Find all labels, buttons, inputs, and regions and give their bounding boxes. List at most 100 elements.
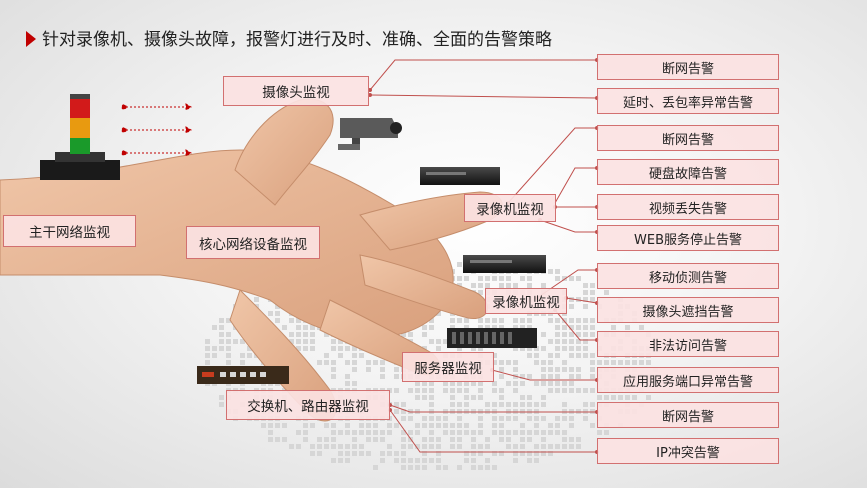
map-dot	[478, 346, 483, 351]
map-dot	[590, 423, 595, 428]
map-dot	[478, 423, 483, 428]
map-dot	[275, 437, 280, 442]
map-dot	[499, 276, 504, 281]
map-dot	[562, 444, 567, 449]
map-dot	[527, 437, 532, 442]
map-dot	[303, 332, 308, 337]
map-dot	[310, 332, 315, 337]
map-dot	[331, 360, 336, 365]
map-dot	[226, 339, 231, 344]
map-dot	[408, 332, 413, 337]
map-dot	[408, 444, 413, 449]
map-dot	[499, 325, 504, 330]
map-dot	[261, 423, 266, 428]
map-dot	[457, 346, 462, 351]
map-dot	[338, 430, 343, 435]
map-dot	[541, 451, 546, 456]
alarm-illegal-access: 非法访问告警	[597, 331, 779, 357]
server-device-icon	[447, 328, 537, 348]
map-dot	[310, 325, 315, 330]
map-dot	[583, 402, 588, 407]
map-dot	[415, 381, 420, 386]
map-dot	[562, 388, 567, 393]
map-dot	[527, 318, 532, 323]
map-dot	[478, 318, 483, 323]
map-dot	[513, 346, 518, 351]
map-dot	[485, 283, 490, 288]
page-title-text: 针对录像机、摄像头故障，报警灯进行及时、准确、全面的告警策略	[42, 30, 552, 50]
map-dot	[576, 318, 581, 323]
map-dot	[569, 346, 574, 351]
map-dot	[345, 374, 350, 379]
map-dot	[583, 339, 588, 344]
map-dot	[492, 430, 497, 435]
map-dot	[527, 430, 532, 435]
map-dot	[471, 458, 476, 463]
map-dot	[296, 332, 301, 337]
map-dot	[541, 374, 546, 379]
map-dot	[555, 346, 560, 351]
map-dot	[548, 353, 553, 358]
map-dot	[576, 444, 581, 449]
map-dot	[338, 458, 343, 463]
map-dot	[639, 360, 644, 365]
map-dot	[555, 276, 560, 281]
map-dot	[555, 367, 560, 372]
map-dot	[303, 346, 308, 351]
map-dot	[590, 332, 595, 337]
map-dot	[562, 339, 567, 344]
map-dot	[527, 402, 532, 407]
map-dot	[520, 402, 525, 407]
map-dot	[534, 416, 539, 421]
map-dot	[359, 430, 364, 435]
map-dot	[345, 381, 350, 386]
map-dot	[387, 451, 392, 456]
map-dot	[394, 423, 399, 428]
map-dot	[492, 388, 497, 393]
map-dot	[520, 318, 525, 323]
map-dot	[590, 283, 595, 288]
map-dot	[576, 388, 581, 393]
alarm-disk-failure: 硬盘故障告警	[597, 159, 779, 185]
map-dot	[513, 444, 518, 449]
map-dot	[499, 388, 504, 393]
map-dot	[548, 367, 553, 372]
map-dot	[331, 430, 336, 435]
map-dot	[569, 339, 574, 344]
map-dot	[485, 458, 490, 463]
map-dot	[317, 451, 322, 456]
map-dot	[219, 395, 224, 400]
map-dot	[296, 325, 301, 330]
map-dot	[499, 451, 504, 456]
map-dot	[324, 360, 329, 365]
map-dot	[352, 381, 357, 386]
map-dot	[289, 332, 294, 337]
map-dot	[611, 395, 616, 400]
map-dot	[646, 360, 651, 365]
map-dot	[492, 325, 497, 330]
map-dot	[401, 444, 406, 449]
warning-arrows	[121, 103, 192, 157]
map-dot	[555, 423, 560, 428]
map-dot	[555, 325, 560, 330]
map-dot	[583, 416, 588, 421]
map-dot	[513, 416, 518, 421]
map-dot	[478, 416, 483, 421]
map-dot	[506, 283, 511, 288]
map-dot	[534, 402, 539, 407]
map-dot	[520, 395, 525, 400]
map-dot	[436, 444, 441, 449]
map-dot	[534, 381, 539, 386]
map-dot	[597, 360, 602, 365]
map-dot	[569, 388, 574, 393]
map-dot	[317, 444, 322, 449]
map-dot	[401, 451, 406, 456]
map-dot	[611, 325, 616, 330]
map-dot	[499, 437, 504, 442]
map-dot	[457, 430, 462, 435]
map-dot	[562, 346, 567, 351]
map-dot	[457, 388, 462, 393]
map-dot	[562, 318, 567, 323]
map-dot	[331, 374, 336, 379]
map-dot	[569, 381, 574, 386]
